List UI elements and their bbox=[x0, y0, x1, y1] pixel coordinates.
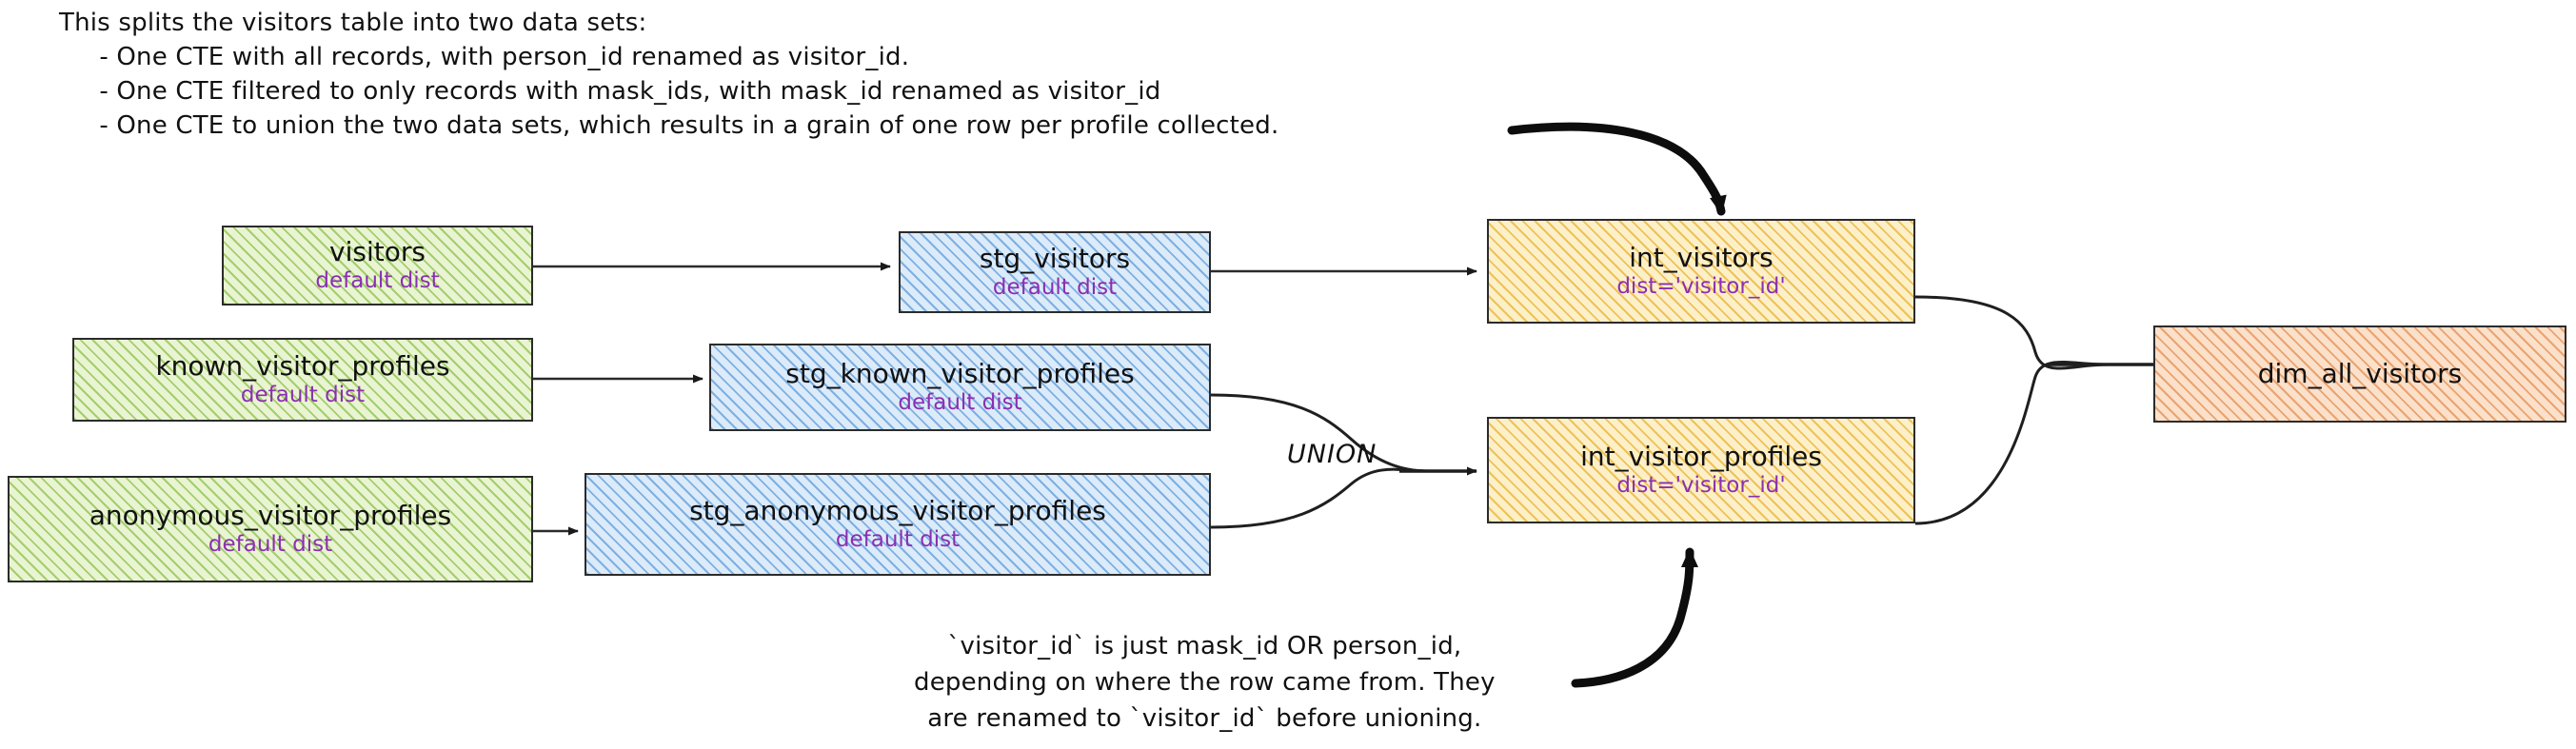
node-int-visitors[interactable]: int_visitors dist='visitor_id' bbox=[1487, 219, 1915, 324]
node-known-visitor-profiles-dist: default dist bbox=[240, 382, 366, 407]
edge-int-visitors-to-dim bbox=[1914, 295, 2110, 370]
union-label: UNION bbox=[1287, 440, 1377, 469]
node-stg-anonymous-visitor-profiles-dist: default dist bbox=[835, 526, 961, 552]
node-stg-visitors-dist: default dist bbox=[992, 274, 1118, 300]
node-stg-visitors[interactable]: stg_visitors default dist bbox=[899, 231, 1211, 313]
node-stg-known-visitor-profiles-dist: default dist bbox=[898, 389, 1022, 415]
edge-int-visitor-profiles-to-dim bbox=[1914, 361, 2110, 525]
node-known-visitor-profiles-title: known_visitor_profiles bbox=[155, 349, 450, 382]
annotation-arrow-top bbox=[1507, 122, 1727, 216]
annotation-arrow-bottom bbox=[1571, 547, 1698, 688]
node-int-visitors-dist: dist='visitor_id' bbox=[1616, 273, 1786, 299]
node-stg-known-visitor-profiles-title: stg_known_visitor_profiles bbox=[785, 357, 1135, 389]
node-stg-visitors-title: stg_visitors bbox=[979, 242, 1131, 274]
edge-stg-anonymous-to-union bbox=[1210, 467, 1429, 529]
node-int-visitor-profiles-title: int_visitor_profiles bbox=[1580, 440, 1822, 472]
node-known-visitor-profiles[interactable]: known_visitor_profiles default dist bbox=[72, 338, 533, 422]
node-int-visitor-profiles-dist: dist='visitor_id' bbox=[1616, 472, 1786, 498]
node-stg-known-visitor-profiles[interactable]: stg_known_visitor_profiles default dist bbox=[709, 344, 1211, 431]
node-int-visitors-title: int_visitors bbox=[1629, 241, 1773, 273]
node-anonymous-visitor-profiles[interactable]: anonymous_visitor_profiles default dist bbox=[8, 476, 533, 582]
node-stg-anonymous-visitor-profiles[interactable]: stg_anonymous_visitor_profiles default d… bbox=[585, 473, 1211, 576]
node-dim-all-visitors-title: dim_all_visitors bbox=[2257, 358, 2463, 390]
node-int-visitor-profiles[interactable]: int_visitor_profiles dist='visitor_id' bbox=[1487, 417, 1915, 523]
node-dim-all-visitors[interactable]: dim_all_visitors bbox=[2153, 325, 2566, 423]
node-anonymous-visitor-profiles-dist: default dist bbox=[208, 531, 333, 557]
node-visitors-dist: default dist bbox=[315, 267, 440, 293]
bottom-annotation-text: `visitor_id` is just mask_id OR person_i… bbox=[914, 632, 1496, 733]
node-stg-anonymous-visitor-profiles-title: stg_anonymous_visitor_profiles bbox=[689, 494, 1106, 526]
node-visitors-title: visitors bbox=[329, 235, 426, 267]
header-annotation-text: This splits the visitors table into two … bbox=[59, 9, 1279, 140]
node-anonymous-visitor-profiles-title: anonymous_visitor_profiles bbox=[89, 499, 452, 531]
node-visitors[interactable]: visitors default dist bbox=[222, 226, 533, 306]
